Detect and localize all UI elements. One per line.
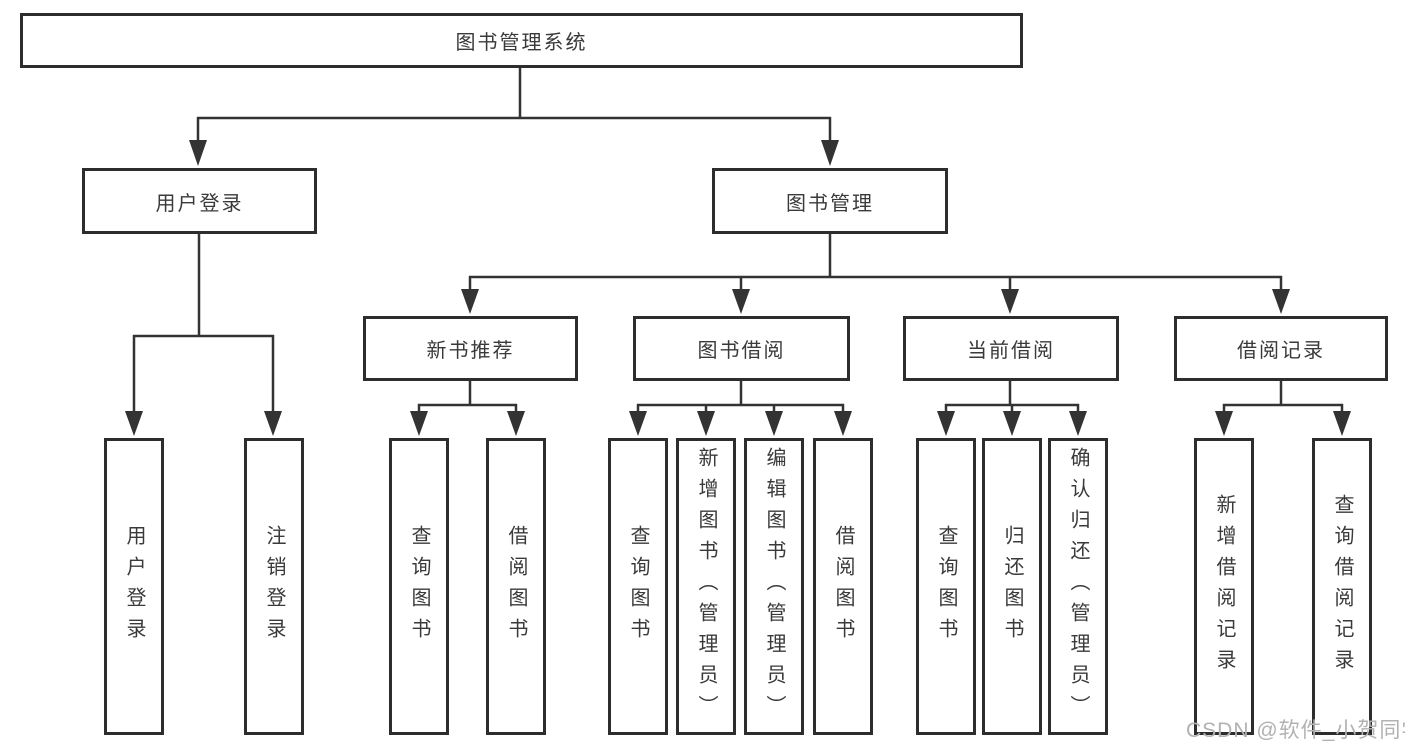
node-borrowing-records: 借阅记录 xyxy=(1174,316,1388,381)
node-label: 查询图书 xyxy=(935,524,957,649)
node-label: 注销登录 xyxy=(263,524,285,649)
node-leaf-edit-book-admin: 编辑图书（管理员） xyxy=(744,438,804,735)
node-leaf-confirm-return-admin: 确认归还（管理员） xyxy=(1048,438,1108,735)
node-label: 归还图书 xyxy=(1001,524,1023,649)
node-leaf-search-books-recommend: 查询图书 xyxy=(389,438,449,735)
node-label: 编辑图书（管理员） xyxy=(763,447,785,726)
node-label: 查询借阅记录 xyxy=(1331,493,1353,680)
node-label: 确认归还（管理员） xyxy=(1067,447,1089,726)
node-leaf-logout: 注销登录 xyxy=(244,438,304,735)
node-current-borrowing: 当前借阅 xyxy=(903,316,1119,381)
node-label: 新增借阅记录 xyxy=(1213,493,1235,680)
node-label: 用户登录 xyxy=(155,192,244,215)
node-leaf-user-login: 用户登录 xyxy=(104,438,164,735)
node-leaf-borrow-books-recommend: 借阅图书 xyxy=(486,438,546,735)
tree-branch-lines xyxy=(132,67,1344,414)
node-label: 借阅记录 xyxy=(1237,340,1325,362)
node-leaf-search-books-borrow: 查询图书 xyxy=(608,438,668,735)
node-label: 新增图书（管理员） xyxy=(695,447,717,726)
node-label: 借阅图书 xyxy=(832,524,854,649)
node-new-book-recommendation: 新书推荐 xyxy=(363,316,578,381)
node-book-borrowing: 图书借阅 xyxy=(633,316,850,381)
node-leaf-borrow-books-borrow: 借阅图书 xyxy=(813,438,873,735)
node-label: 图书管理 xyxy=(786,192,874,215)
node-user-login: 用户登录 xyxy=(82,168,317,234)
node-library-management-system: 图书管理系统 xyxy=(20,13,1023,68)
node-book-management: 图书管理 xyxy=(712,168,948,234)
node-leaf-add-borrow-record: 新增借阅记录 xyxy=(1194,438,1254,735)
node-label: 图书借阅 xyxy=(697,340,786,362)
node-label: 新书推荐 xyxy=(426,340,515,362)
node-label: 用户登录 xyxy=(123,524,145,649)
node-leaf-add-book-admin: 新增图书（管理员） xyxy=(676,438,736,735)
node-leaf-search-books-current: 查询图书 xyxy=(916,438,976,735)
node-label: 查询图书 xyxy=(408,524,430,649)
node-label: 图书管理系统 xyxy=(455,32,588,54)
node-leaf-search-borrow-record: 查询借阅记录 xyxy=(1312,438,1372,735)
node-leaf-return-books: 归还图书 xyxy=(982,438,1042,735)
watermark-text: CSDN @软件_小贺同学 xyxy=(1186,719,1405,742)
node-label: 当前借阅 xyxy=(967,340,1055,362)
node-label: 借阅图书 xyxy=(505,524,527,649)
node-label: 查询图书 xyxy=(627,524,649,649)
